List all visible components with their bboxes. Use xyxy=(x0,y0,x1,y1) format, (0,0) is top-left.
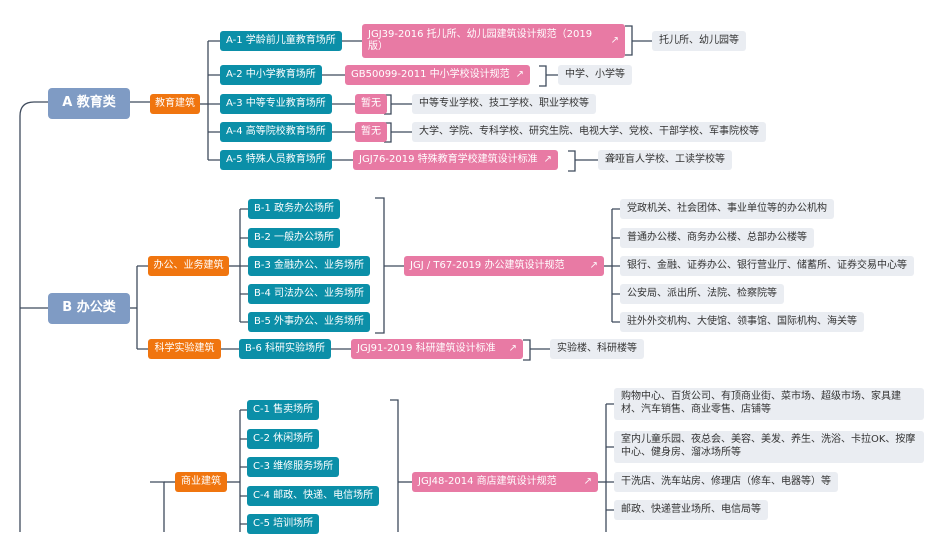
note-b6: 实验楼、科研楼等 xyxy=(550,339,644,359)
note-b1: 党政机关、社会团体、事业单位等的办公机构 xyxy=(620,199,834,219)
sub-c2[interactable]: C-2 休闲场所 xyxy=(247,429,320,449)
note-a1: 托儿所、幼儿园等 xyxy=(652,31,746,51)
category-office[interactable]: B 办公类 xyxy=(48,293,130,324)
sub-b5[interactable]: B-5 外事办公、业务场所 xyxy=(248,312,371,332)
standard-a2[interactable]: GB50099-2011 中小学校设计规范↗ xyxy=(345,65,531,85)
external-link-icon[interactable]: ↗ xyxy=(508,342,517,354)
group-commercial-buildings[interactable]: 商业建筑 xyxy=(175,472,227,492)
standard-a5[interactable]: JGJ76-2019 特殊教育学校建筑设计标准↗ xyxy=(353,150,558,170)
group-office-buildings[interactable]: 办公、业务建筑 xyxy=(148,256,229,276)
sub-c1[interactable]: C-1 售卖场所 xyxy=(247,400,320,420)
note-c3: 干洗店、洗车站房、修理店（修车、电器等）等 xyxy=(614,472,838,492)
external-link-icon[interactable]: ↗ xyxy=(515,68,525,80)
standard-c-commercial[interactable]: JGJ48-2014 商店建筑设计规范↗ xyxy=(412,472,598,492)
sub-a5[interactable]: A-5 特殊人员教育场所 xyxy=(220,150,332,170)
sub-a3[interactable]: A-3 中等专业教育场所 xyxy=(220,94,332,114)
note-b4: 公安局、派出所、法院、检察院等 xyxy=(620,284,784,304)
standard-a3[interactable]: 暂无 xyxy=(355,94,387,114)
note-a2: 中学、小学等 xyxy=(558,65,632,85)
note-a3: 中等专业学校、技工学校、职业学校等 xyxy=(412,94,596,114)
external-link-icon[interactable]: ↗ xyxy=(589,259,598,271)
note-c2: 室内儿童乐园、夜总会、美容、美发、养生、洗浴、卡拉OK、按摩中心、健身房、溜冰场… xyxy=(614,431,924,463)
standard-a1[interactable]: JGJ39-2016 托儿所、幼儿园建筑设计规范（2019版）↗ xyxy=(362,24,625,58)
group-science-buildings[interactable]: 科学实验建筑 xyxy=(148,339,221,359)
sub-c4[interactable]: C-4 邮政、快递、电信场所 xyxy=(247,486,380,506)
sub-c5[interactable]: C-5 培训场所 xyxy=(247,514,320,534)
note-b2: 普通办公楼、商务办公楼、总部办公楼等 xyxy=(620,228,814,248)
external-link-icon[interactable]: ↗ xyxy=(610,34,619,46)
note-b3: 银行、金融、证券办公、银行营业厅、储蓄所、证券交易中心等 xyxy=(620,256,914,276)
sub-a4[interactable]: A-4 高等院校教育场所 xyxy=(220,122,332,142)
sub-b4[interactable]: B-4 司法办公、业务场所 xyxy=(248,284,371,304)
group-education-buildings[interactable]: 教育建筑 xyxy=(150,94,200,114)
sub-b1[interactable]: B-1 政务办公场所 xyxy=(248,199,341,219)
note-a5: 聋哑盲人学校、工读学校等 xyxy=(598,150,732,170)
category-education[interactable]: A 教育类 xyxy=(48,88,130,119)
sub-b6[interactable]: B-6 科研实验场所 xyxy=(239,339,332,359)
sub-a1[interactable]: A-1 学龄前儿童教育场所 xyxy=(220,31,342,51)
external-link-icon[interactable]: ↗ xyxy=(543,153,552,165)
note-a4: 大学、学院、专科学校、研究生院、电视大学、党校、干部学校、军事院校等 xyxy=(412,122,766,142)
standard-b6[interactable]: JGJ91-2019 科研建筑设计标准↗ xyxy=(351,339,523,359)
standard-b-office[interactable]: JGJ / T67-2019 办公建筑设计规范↗ xyxy=(404,256,604,276)
note-c4: 邮政、快递营业场所、电信局等 xyxy=(614,500,768,520)
external-link-icon[interactable]: ↗ xyxy=(583,475,592,487)
note-b5: 驻外外交机构、大使馆、领事馆、国际机构、海关等 xyxy=(620,312,864,332)
sub-a2[interactable]: A-2 中小学教育场所 xyxy=(220,65,322,85)
sub-b2[interactable]: B-2 一般办公场所 xyxy=(248,228,341,248)
sub-c3[interactable]: C-3 维修服务场所 xyxy=(247,457,340,477)
standard-a4[interactable]: 暂无 xyxy=(355,122,387,142)
note-c1: 购物中心、百货公司、有顶商业街、菜市场、超级市场、家具建材、汽车销售、商业零售、… xyxy=(614,388,924,420)
sub-b3[interactable]: B-3 金融办公、业务场所 xyxy=(248,256,371,276)
